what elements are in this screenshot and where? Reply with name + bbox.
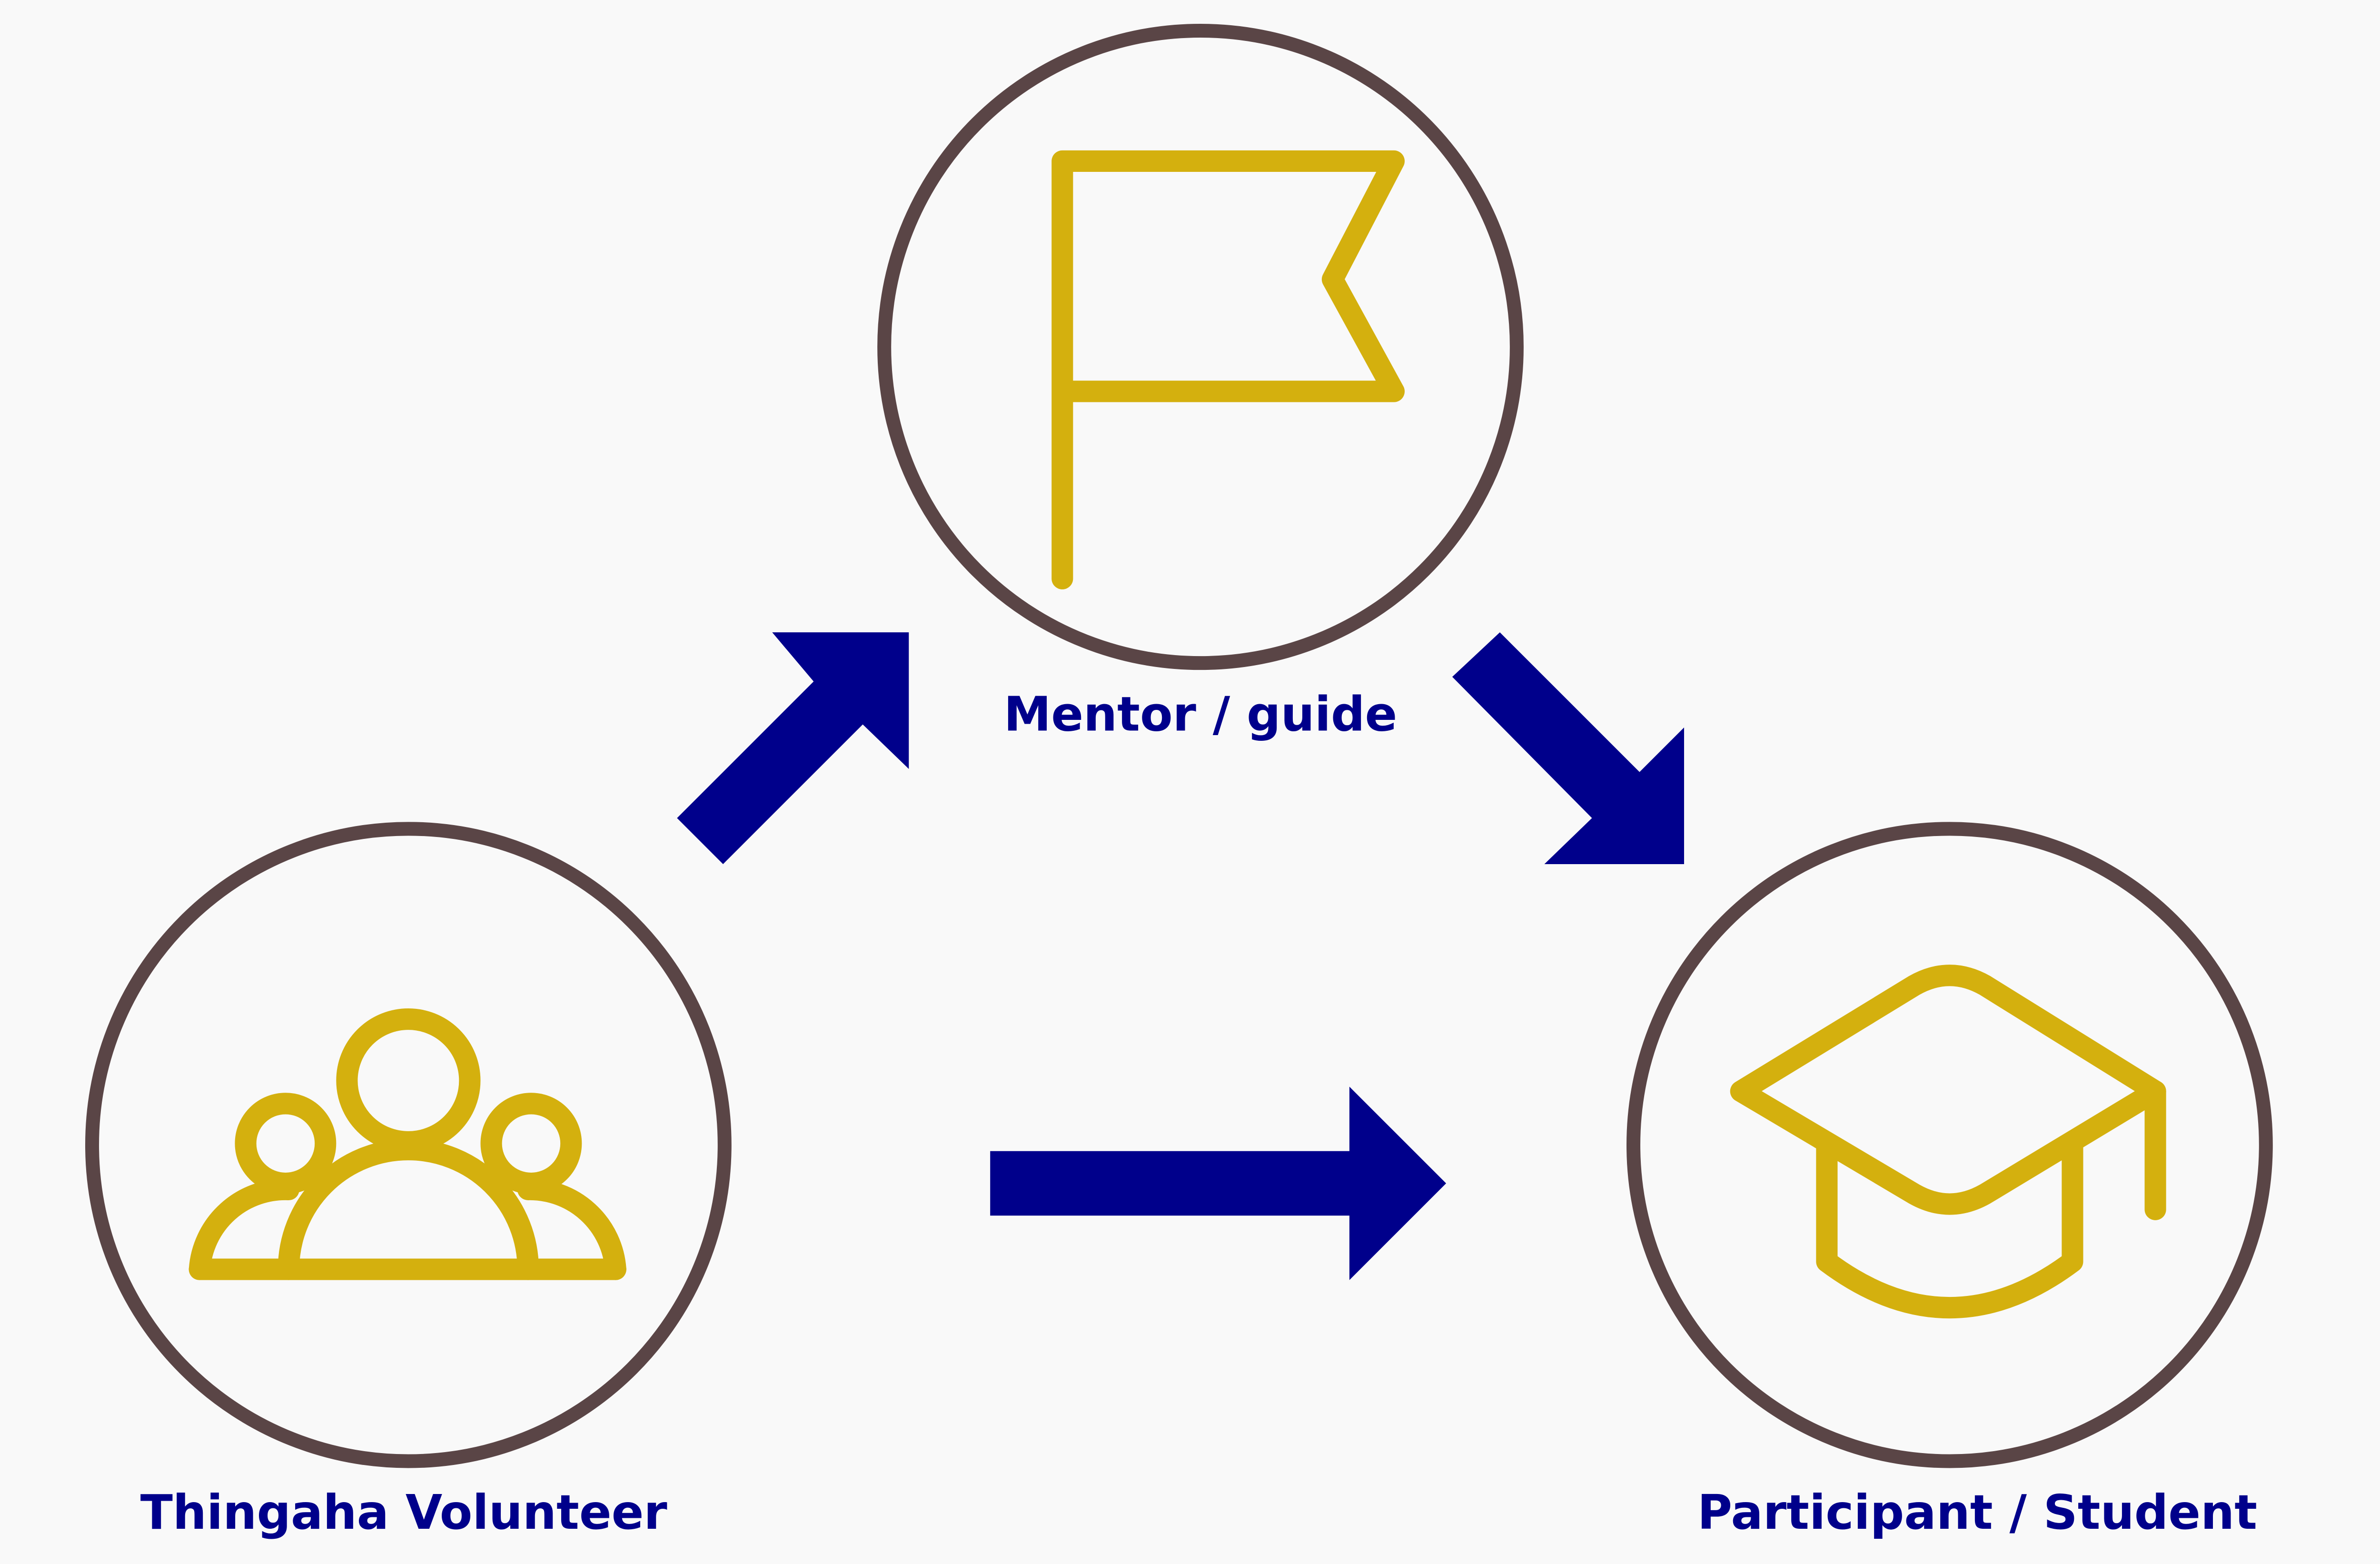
node-mentor: Mentor / guide — [877, 23, 1524, 742]
arrow-volunteer-to-mentor — [677, 632, 909, 864]
node-label-mentor: Mentor / guide — [1004, 687, 1398, 742]
node-student: Participant / Student — [1626, 822, 2273, 1540]
people-group-icon — [188, 1008, 626, 1280]
arrow-volunteer-to-student — [990, 1086, 1447, 1280]
arrow-mentor-to-student — [1452, 632, 1684, 864]
node-label-volunteer: Thingaha Volunteer — [140, 1484, 667, 1540]
node-ring — [877, 23, 1524, 670]
node-ring — [85, 822, 732, 1468]
node-ring — [1626, 822, 2273, 1468]
node-volunteer: Thingaha Volunteer — [85, 822, 732, 1540]
node-label-student: Participant / Student — [1697, 1484, 2257, 1540]
flag-icon — [1051, 150, 1405, 589]
graduation-cap-icon — [1730, 965, 2166, 1319]
